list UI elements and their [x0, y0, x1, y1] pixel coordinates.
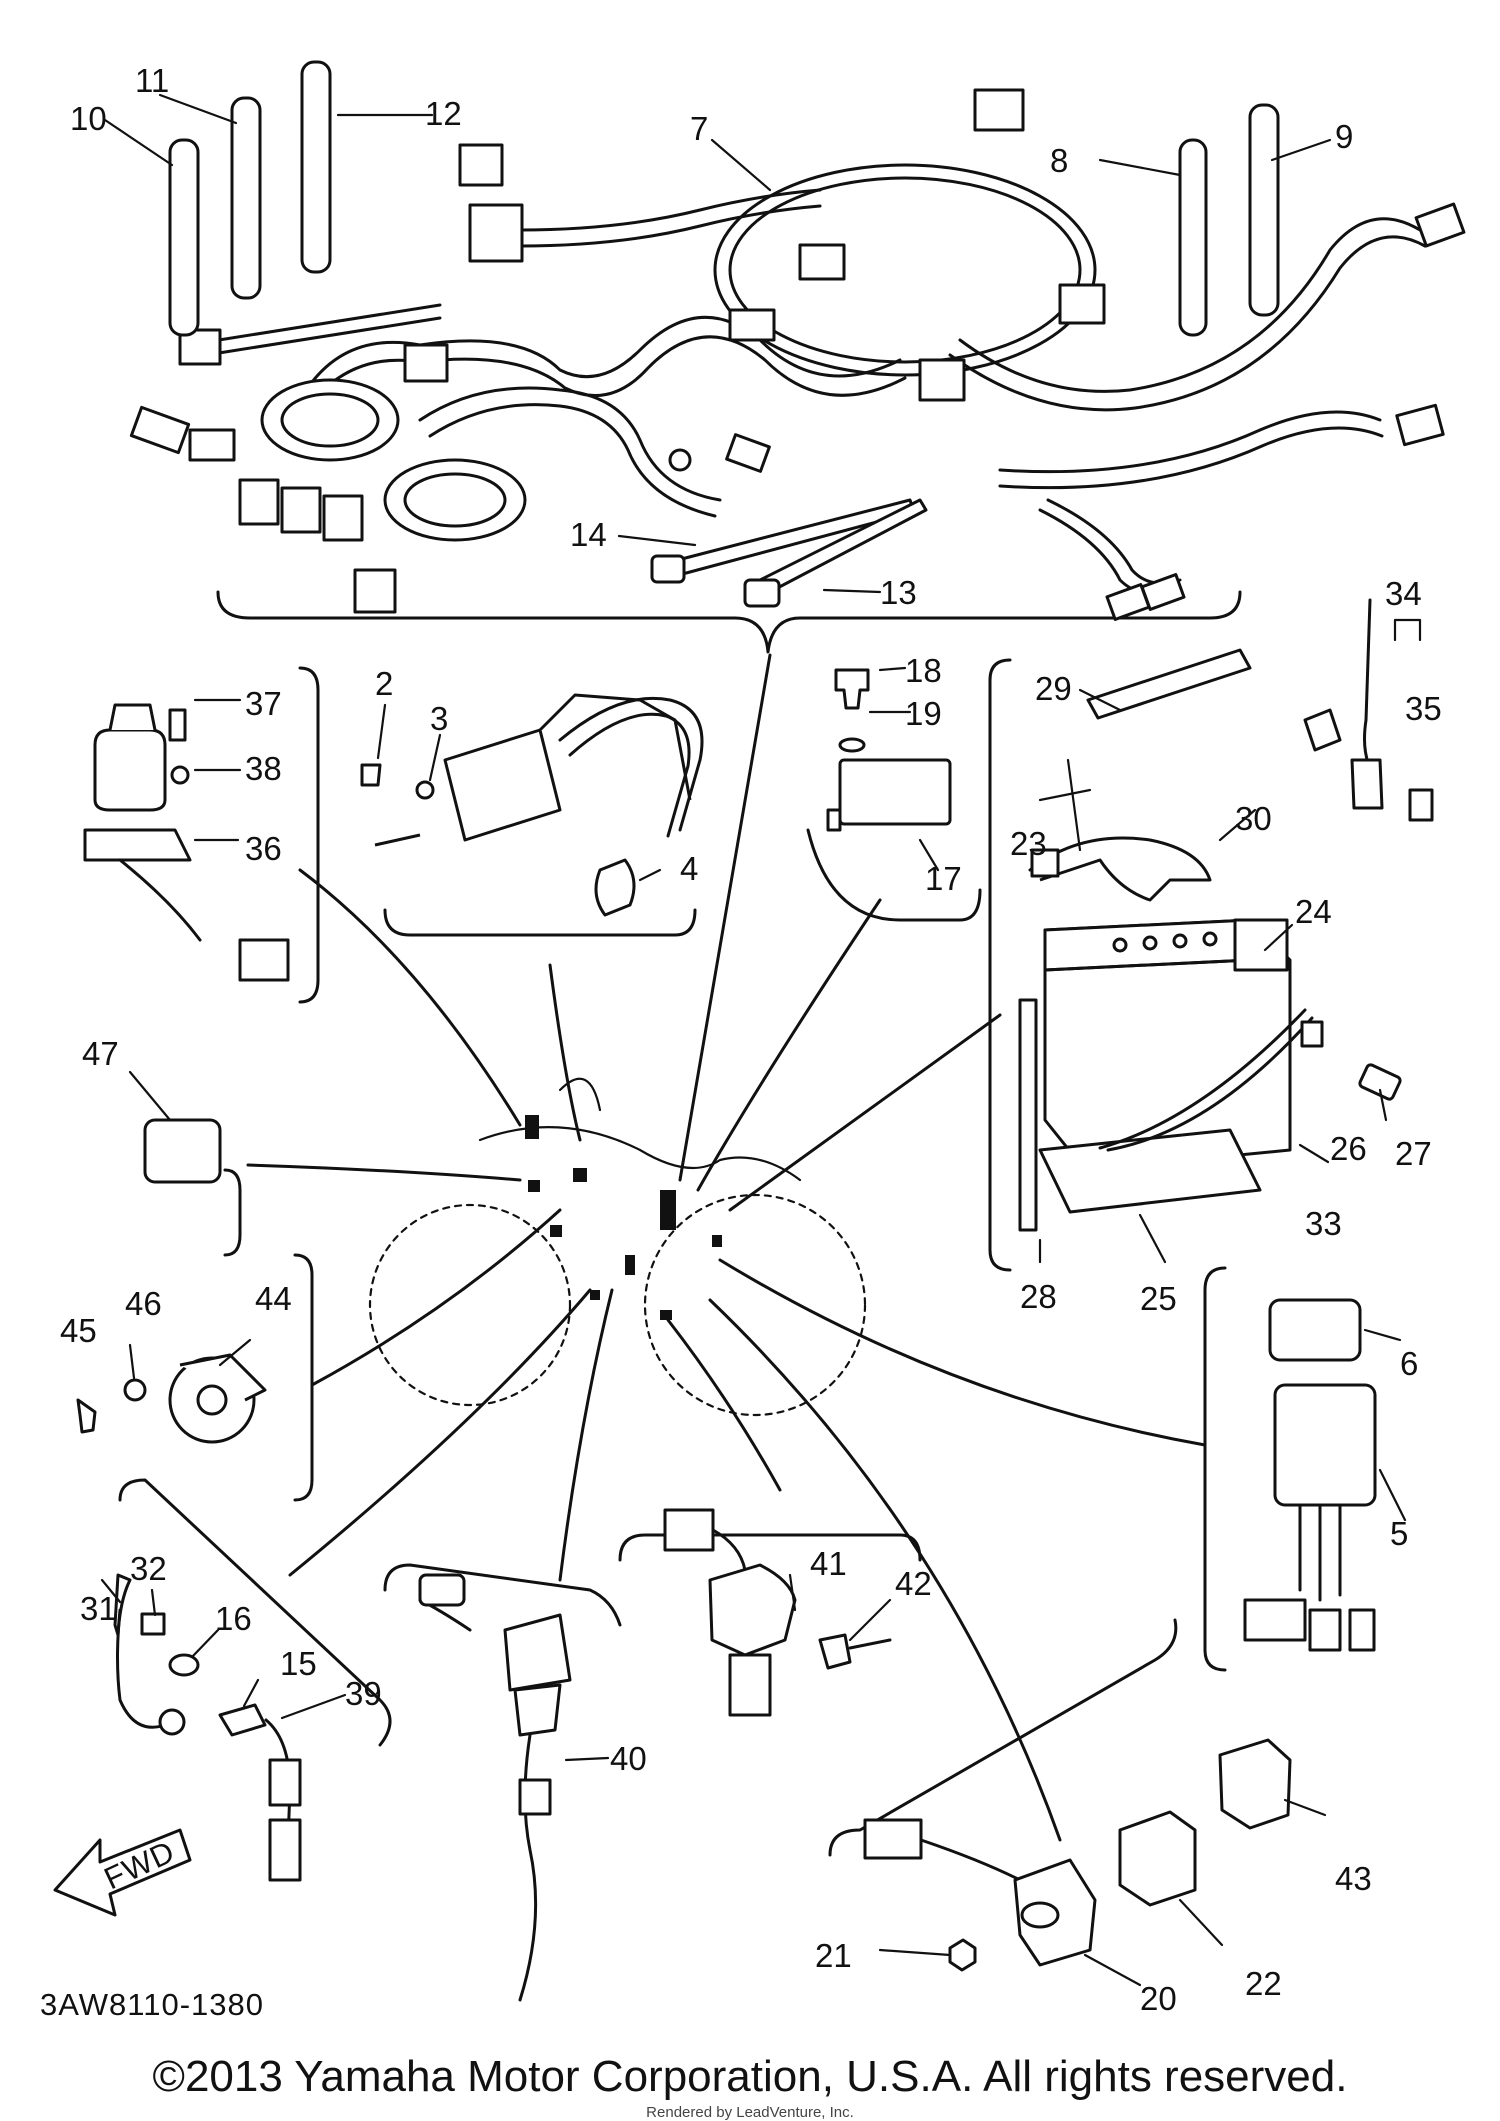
callout-10: 10 — [70, 100, 107, 137]
callout-33: 33 — [1305, 1205, 1342, 1242]
callout-36: 36 — [245, 830, 282, 867]
callout-7: 7 — [690, 110, 708, 147]
relay-box-group — [1203, 1266, 1407, 1672]
starter-relay-group — [828, 1618, 1327, 1987]
callout-15: 15 — [280, 1645, 317, 1682]
connector-leaders — [246, 653, 1207, 1842]
frame-outline — [368, 1077, 867, 1417]
neutral-switch-group — [100, 1478, 392, 1882]
callout-17: 17 — [925, 860, 962, 897]
callout-16: 16 — [215, 1600, 252, 1637]
horn-group — [76, 1253, 314, 1502]
callout-25: 25 — [1140, 1280, 1177, 1317]
callout-41: 41 — [810, 1545, 847, 1582]
callout-8: 8 — [1050, 142, 1068, 179]
sensor-40-group — [383, 1563, 622, 2002]
callout-37: 37 — [245, 685, 282, 722]
regulator-group — [806, 666, 982, 922]
callout-42: 42 — [895, 1565, 932, 1602]
callout-32: 32 — [130, 1550, 167, 1587]
callout-9: 9 — [1335, 118, 1353, 155]
callout-27: 27 — [1395, 1135, 1432, 1172]
callout-3: 3 — [430, 700, 448, 737]
callout-22: 22 — [1245, 1965, 1282, 2002]
diagram-code: 3AW8110-1380 — [40, 1987, 264, 2022]
callout-numbers: 2 3 4 5 6 7 8 9 10 11 12 13 14 15 16 17 … — [60, 62, 1442, 2017]
fwd-arrow: FWD — [53, 1828, 192, 1917]
callout-4: 4 — [680, 850, 698, 887]
callout-24: 24 — [1295, 893, 1332, 930]
callout-5: 5 — [1390, 1515, 1408, 1552]
callout-46: 46 — [125, 1285, 162, 1322]
callout-12: 12 — [425, 95, 462, 132]
ignition-coil-group — [360, 693, 704, 937]
callout-47: 47 — [82, 1035, 119, 1072]
callout-39: 39 — [345, 1675, 382, 1712]
renderer-credit: Rendered by LeadVenture, Inc. — [646, 2104, 854, 2121]
wire-harness-group — [103, 60, 1466, 654]
callout-26: 26 — [1330, 1130, 1367, 1167]
callout-40: 40 — [610, 1740, 647, 1777]
callout-19: 19 — [905, 695, 942, 732]
callout-44: 44 — [255, 1280, 292, 1317]
callout-29: 29 — [1035, 670, 1072, 707]
battery-group — [988, 598, 1434, 1272]
callout-30: 30 — [1235, 800, 1272, 837]
callout-38: 38 — [245, 750, 282, 787]
callout-13: 13 — [880, 574, 917, 611]
callout-43: 43 — [1335, 1860, 1372, 1897]
copyright-notice: ©2013 Yamaha Motor Corporation, U.S.A. A… — [152, 2052, 1348, 2101]
callout-11: 11 — [135, 62, 169, 99]
callout-6: 6 — [1400, 1345, 1418, 1382]
fwd-label: FWD — [99, 1834, 180, 1897]
callout-28: 28 — [1020, 1278, 1057, 1315]
main-switch-group — [83, 666, 320, 1004]
switch-41-group — [618, 1508, 922, 1717]
callout-23: 23 — [1010, 825, 1047, 862]
callout-34: 34 — [1385, 575, 1422, 612]
callout-21: 21 — [815, 1937, 852, 1974]
callout-18: 18 — [905, 652, 942, 689]
callout-35: 35 — [1405, 690, 1442, 727]
callout-2: 2 — [375, 665, 393, 702]
callout-20: 20 — [1140, 1980, 1177, 2017]
callout-45: 45 — [60, 1312, 97, 1349]
relay-47-group — [128, 1070, 242, 1257]
callout-31: 31 — [80, 1590, 117, 1627]
callout-14: 14 — [570, 516, 607, 553]
